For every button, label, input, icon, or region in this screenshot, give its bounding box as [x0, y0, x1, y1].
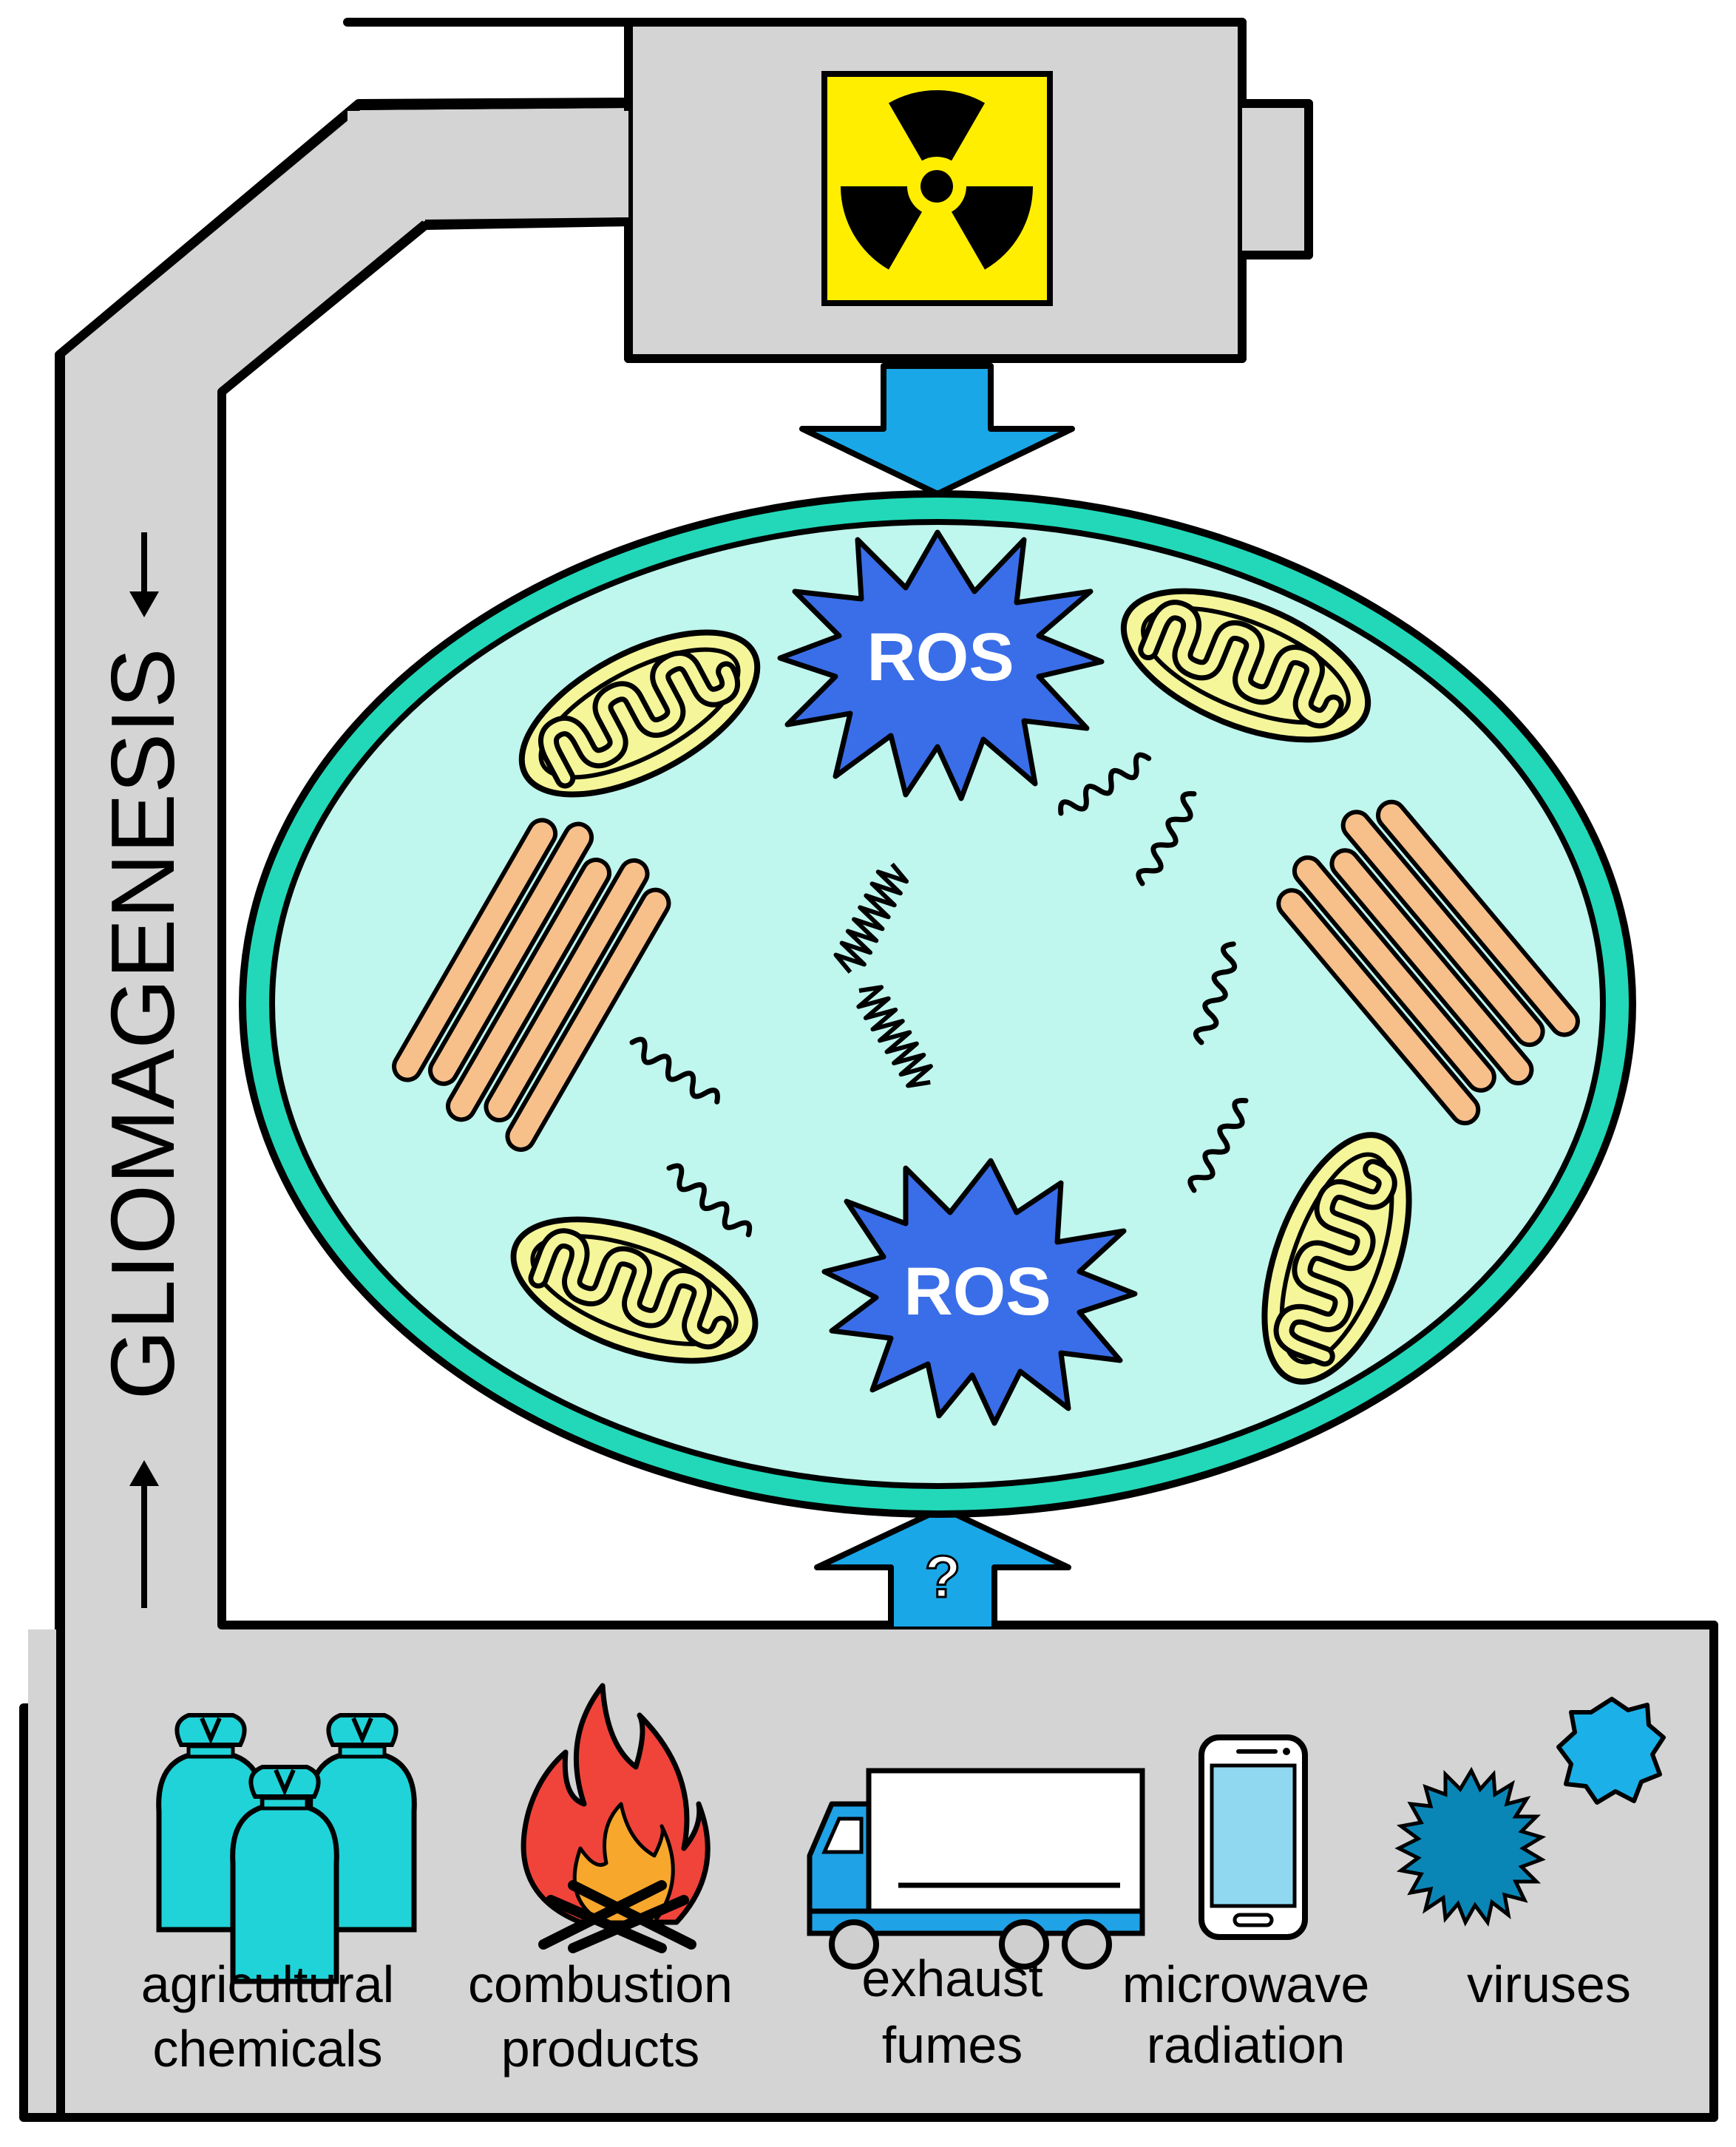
- label-exhaust-2: fumes: [882, 2016, 1023, 2074]
- smartphone-icon: [1198, 1734, 1308, 1940]
- unknown-marker: ?: [925, 1544, 961, 1610]
- virus-icon: [1394, 1697, 1666, 1927]
- gliomagenesis-label: GLIOMAGENESIS: [92, 648, 193, 1400]
- truck-icon: [807, 1768, 1145, 1970]
- arrow-down-head: [129, 591, 159, 617]
- label-agricultural-1: agricultural: [141, 1956, 394, 2013]
- radiation-box-tab: [1242, 99, 1313, 260]
- label-exhaust-1: exhaust: [861, 1950, 1042, 2007]
- frame-top-arm: [347, 111, 628, 217]
- side-label-group: GLIOMAGENESIS: [92, 532, 193, 1608]
- label-viruses-1: viruses: [1467, 1956, 1631, 2013]
- label-combustion-1: combustion: [468, 1956, 733, 2013]
- label-agricultural-2: chemicals: [152, 2020, 382, 2078]
- frame-inner-diag: [219, 220, 428, 396]
- radiation-arrow: [799, 363, 1075, 497]
- ros-label-top: ROS: [867, 620, 1014, 695]
- ros-burst-top: ROS: [777, 529, 1105, 801]
- ros-label-bottom: ROS: [903, 1254, 1051, 1329]
- frame-left-arm: [64, 362, 217, 1631]
- sack-icon: [156, 1713, 417, 1984]
- ros-burst-bottom: ROS: [821, 1158, 1138, 1426]
- cell: ROS ROS: [239, 490, 1636, 1518]
- frame-inner-top: [424, 217, 629, 228]
- frame-top-edge: [358, 99, 629, 110]
- arrow-up-head: [129, 1460, 159, 1486]
- label-microwave-2: radiation: [1147, 2016, 1346, 2074]
- source-labels: agricultural chemicals combustion produc…: [141, 1950, 1631, 2078]
- label-microwave-1: microwave: [1122, 1956, 1370, 2013]
- radiation-icon: [821, 71, 1053, 306]
- label-combustion-2: products: [501, 2020, 699, 2078]
- fire-icon: [521, 1683, 711, 1953]
